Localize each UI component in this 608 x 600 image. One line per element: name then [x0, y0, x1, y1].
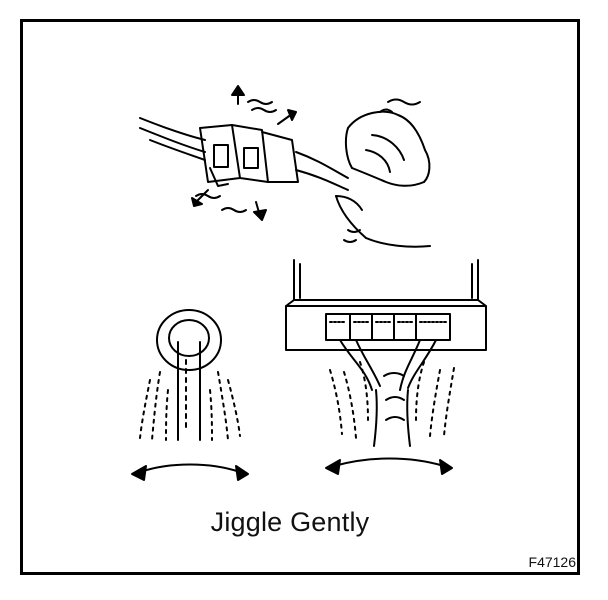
grommet-wire-icon: [139, 309, 241, 441]
caption: Jiggle Gently: [210, 507, 370, 537]
connector-harness-icon: [139, 85, 349, 221]
hand-icon: [335, 98, 431, 248]
double-arrow-icon: [131, 463, 249, 481]
ecu-connector-icon: [285, 259, 487, 447]
double-arrow-icon: [325, 457, 453, 475]
figure-id: F47126: [528, 554, 576, 570]
